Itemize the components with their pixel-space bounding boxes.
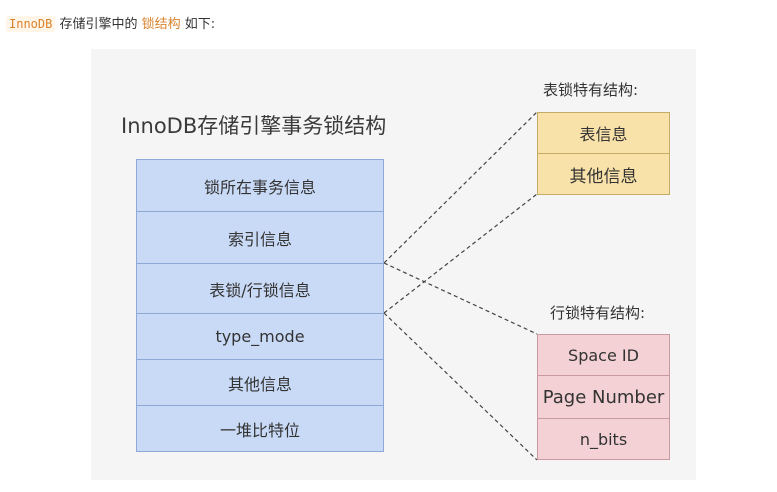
innodb-inline-code: InnoDB — [6, 16, 56, 32]
connector-to-row-lock-bottom — [383, 312, 538, 461]
connector-to-table-lock-bottom — [383, 193, 538, 314]
row-lock-title: 行锁特有结构: — [550, 304, 646, 322]
intro-text: InnoDB 存储引擎中的 锁结构 如下: — [6, 13, 215, 32]
row-lock-field-space-id: Space ID — [537, 334, 670, 376]
lock-structure-highlight: 锁结构 — [141, 17, 181, 32]
connector-to-table-lock-top — [383, 111, 538, 264]
diagram-title: InnoDB存储引擎事务锁结构 — [121, 114, 387, 138]
field-table-row-lock-info: 表锁/行锁信息 — [136, 263, 384, 314]
field-transaction-info: 锁所在事务信息 — [136, 159, 384, 212]
table-lock-field-other-info: 其他信息 — [537, 153, 670, 195]
field-other-info: 其他信息 — [136, 359, 384, 406]
intro-text-part-1: 存储引擎中的 — [55, 17, 142, 32]
row-lock-field-page-number: Page Number — [537, 375, 670, 419]
field-bits: 一堆比特位 — [136, 405, 384, 452]
row-lock-field-n-bits: n_bits — [537, 418, 670, 460]
field-type-mode: type_mode — [136, 313, 384, 360]
field-index-info: 索引信息 — [136, 211, 384, 264]
connector-to-row-lock-top — [383, 262, 538, 335]
table-lock-title: 表锁特有结构: — [543, 81, 639, 99]
table-lock-field-table-info: 表信息 — [537, 112, 670, 154]
intro-text-part-2: 如下: — [180, 17, 216, 32]
